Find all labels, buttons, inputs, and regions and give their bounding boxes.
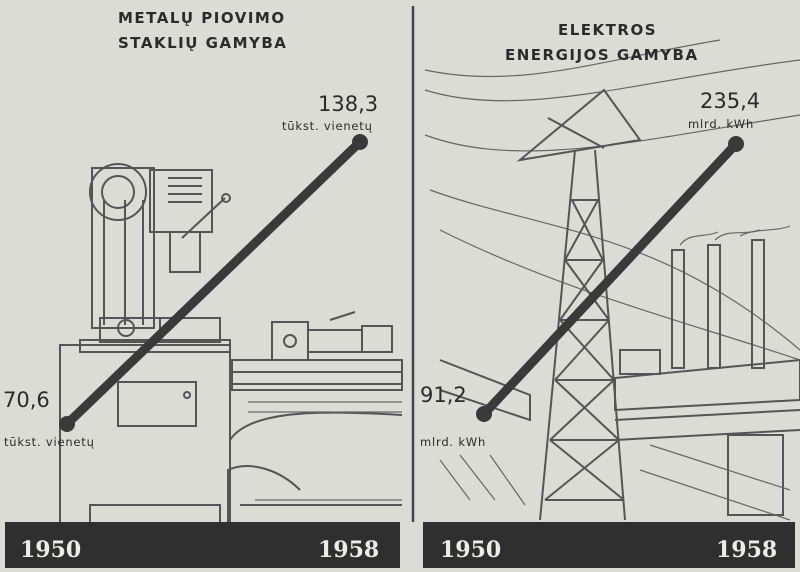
chart-right-point-1950: [476, 406, 492, 422]
chart-right-series-line: [479, 139, 741, 419]
chart-left-year-end: 1958: [318, 537, 379, 563]
chart-right-start-value: 91,2: [420, 383, 467, 407]
chart-left-start-value: 70,6: [3, 388, 50, 412]
chart-left-series-line: [62, 137, 365, 429]
chart-right-end-value: 235,4: [700, 89, 760, 113]
chart-right-title-line-2: ENERGIJOS GAMYBA: [505, 46, 699, 64]
chimney-3: [751, 239, 765, 369]
chart-right-title-line-1: ELEKTROS: [558, 21, 657, 39]
plant-building: [614, 358, 800, 412]
chart-left-start-unit: tūkst. vienetų: [4, 435, 95, 449]
lathe-illustration: [59, 163, 403, 524]
year-band-left: [5, 522, 400, 568]
chart-left-point-1950: [59, 416, 75, 432]
chart-left-end-unit: tūkst. vienetų: [282, 119, 373, 133]
lathe-wheel: [89, 163, 147, 221]
chart-right-year-end: 1958: [716, 537, 777, 563]
tower-top: [516, 88, 642, 162]
chart-right-year-start: 1950: [440, 537, 501, 563]
chart-right-end-unit: mlrd. kWh: [688, 117, 754, 131]
chart-left-end-value: 138,3: [318, 92, 378, 116]
chart-left-title-line-1: METALŲ PIOVIMO: [118, 9, 286, 27]
chimney-2: [707, 244, 721, 369]
chart-left-title-line-2: STAKLIŲ GAMYBA: [118, 34, 287, 52]
tower-leg-right: [594, 149, 626, 521]
chart-left: METALŲ PIOVIMO STAKLIŲ GAMYBA 70,6 tūkst…: [3, 9, 379, 563]
year-band-right: [423, 522, 795, 568]
lathe-column: [91, 167, 155, 329]
chimney-1: [671, 249, 685, 369]
chart-right: ELEKTROS ENERGIJOS GAMYBA 91,2 mlrd. kWh…: [420, 21, 777, 563]
chart-left-point-1958: [352, 134, 368, 150]
chart-right-start-unit: mlrd. kWh: [420, 435, 486, 449]
chart-right-point-1958: [728, 136, 744, 152]
lathe-base: [59, 344, 231, 524]
lathe-bed: [231, 359, 403, 391]
chart-left-year-start: 1950: [20, 537, 81, 563]
